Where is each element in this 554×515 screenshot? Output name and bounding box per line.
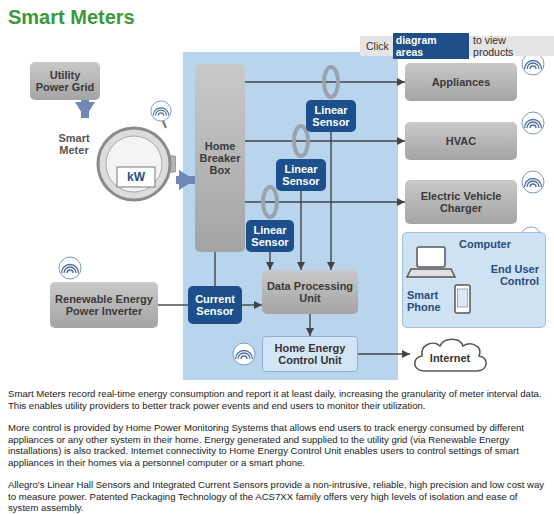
hint-label: to view products [473, 34, 548, 58]
control-box: Home Energy Control Unit [262, 336, 358, 372]
highlight-label: diagram areas [393, 33, 469, 59]
wireless-icon [151, 101, 171, 121]
internet-cloud: Internet [410, 336, 490, 374]
smart-meter: Smart Meter kW [52, 118, 176, 206]
box-label: Home Energy Control Unit [265, 342, 355, 366]
device-label: Smart Phone [407, 289, 453, 313]
connector [245, 201, 405, 202]
laptop-screen [417, 247, 445, 267]
connector [330, 132, 331, 270]
wireless-icon [522, 53, 544, 75]
meter-body [98, 128, 170, 200]
sensor-box: Linear Sensor [306, 100, 356, 132]
wireless-icon [522, 112, 544, 134]
sensor-box: Linear Sensor [246, 220, 294, 252]
box-label: Linear Sensor [308, 104, 354, 128]
load-box: HVAC [405, 122, 517, 160]
phone-body [455, 285, 470, 313]
product-hint: Click diagram areasto view products [360, 36, 554, 56]
power-arrow [176, 176, 195, 184]
cloud-shape [415, 339, 486, 371]
box-label: Appliances [432, 76, 491, 88]
connector [358, 353, 410, 354]
box-label: Home Breaker Box [197, 140, 243, 176]
connector [158, 304, 188, 305]
connector [214, 252, 215, 286]
laptop-base [407, 269, 455, 277]
box-label: Current Sensor [190, 293, 240, 317]
user-panel: ComputerEnd User ControlSmart Phone [402, 232, 546, 328]
box-label: Electric Vehicle Charger [407, 190, 515, 214]
connector [309, 314, 310, 336]
box-label: Linear Sensor [248, 224, 292, 248]
connector [269, 252, 270, 270]
meter-display-frame [117, 167, 155, 187]
load-box: Appliances [405, 63, 517, 101]
connector [300, 191, 301, 270]
box-label: Utility Power Grid [32, 69, 98, 93]
connector [245, 140, 405, 141]
paragraph: Smart Meters record real-time energy con… [8, 388, 546, 411]
source-box: Utility Power Grid [30, 62, 100, 100]
process-box: Data Processing Unit [262, 270, 358, 314]
sensor-ring [294, 126, 308, 156]
box-label: HVAC [446, 135, 476, 147]
power-arrow [81, 100, 89, 118]
sensor-box: Current Sensor [188, 286, 242, 324]
paragraph: Allegro's Linear Hall Sensors and Integr… [8, 479, 546, 514]
wireless-icon [59, 257, 81, 279]
phone-screen [458, 289, 468, 307]
paragraph: More control is provided by Home Power M… [8, 422, 546, 468]
meter-display: kW [118, 168, 154, 186]
wireless-icon [233, 343, 255, 365]
meter-illustration [92, 118, 176, 206]
sensor-ring [324, 67, 338, 97]
load-box: Electric Vehicle Charger [405, 180, 517, 224]
box-label: Linear Sensor [278, 163, 324, 187]
box-label: Renewable Energy Power Inverter [52, 293, 156, 317]
sensor-box: Linear Sensor [276, 159, 326, 191]
description-text: Smart Meters record real-time energy con… [8, 388, 546, 515]
device-label: Computer [459, 238, 511, 250]
breaker-box: Home Breaker Box [195, 64, 245, 252]
box-label: Internet [430, 346, 470, 364]
connector [242, 304, 262, 305]
page-title: Smart Meters [8, 6, 135, 29]
wireless-icon [522, 171, 544, 193]
meter-face [106, 136, 162, 192]
hint-label: Click [366, 40, 389, 52]
inverter-box: Renewable Energy Power Inverter [50, 282, 158, 328]
panel-heading: End User Control [477, 263, 539, 287]
box-label: Data Processing Unit [264, 280, 356, 304]
meter-label: Smart Meter [52, 132, 96, 156]
sensor-ring [263, 187, 277, 217]
home-region [183, 52, 398, 380]
